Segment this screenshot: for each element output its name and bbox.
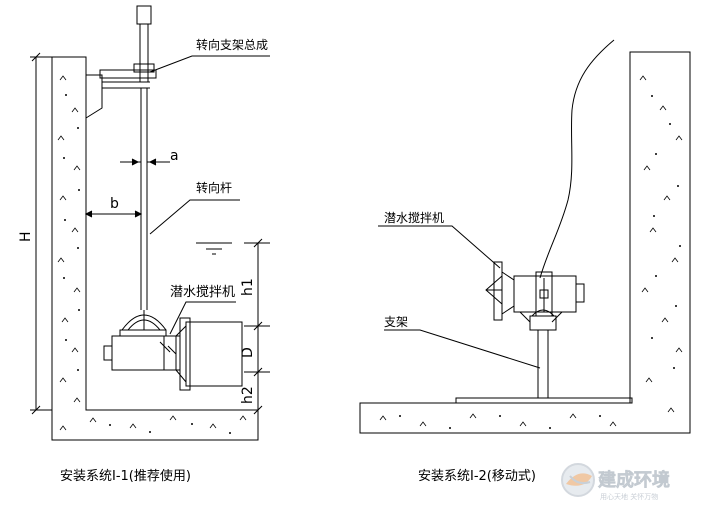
concrete-dots bbox=[63, 94, 231, 434]
base-plate bbox=[455, 397, 633, 404]
caption-right: 安装系统Ⅰ-2(移动式) bbox=[418, 469, 536, 484]
wall-bracket bbox=[85, 69, 157, 119]
dim-b bbox=[84, 210, 143, 218]
dim-H bbox=[30, 52, 52, 415]
support-post bbox=[529, 309, 557, 398]
right-installation-figure bbox=[359, 39, 691, 434]
label-bracket-assembly: 转向支架总成 bbox=[196, 37, 268, 52]
company-logo: 建成环境 用心天地 关怀万物 bbox=[557, 459, 707, 501]
logo-name: 建成环境 bbox=[598, 469, 670, 491]
label-dim-H: H bbox=[18, 231, 34, 242]
label-dim-b: b bbox=[110, 196, 119, 212]
water-level-symbol bbox=[196, 242, 232, 255]
left-installation-figure bbox=[30, 5, 270, 441]
label-dim-a: a bbox=[170, 148, 179, 164]
label-dim-D: D bbox=[240, 347, 256, 358]
dim-a bbox=[120, 158, 170, 166]
power-cable bbox=[539, 39, 615, 279]
label-right-mixer: 潜水搅拌机 bbox=[384, 210, 444, 225]
label-support: 支架 bbox=[384, 315, 408, 329]
left-concrete-wall bbox=[51, 56, 259, 441]
turning-rod bbox=[133, 5, 155, 310]
label-turning-rod: 转向杆 bbox=[196, 180, 232, 195]
left-leader-lines bbox=[149, 55, 270, 335]
right-concrete-wall bbox=[359, 51, 691, 434]
right-submersible-mixer bbox=[485, 261, 585, 323]
dim-vertical-right bbox=[244, 238, 270, 415]
left-submersible-mixer bbox=[103, 310, 243, 391]
caption-left: 安装系统Ⅰ-1(推荐使用) bbox=[60, 468, 191, 484]
right-leader-lines bbox=[378, 225, 541, 369]
concrete-texture bbox=[57, 75, 247, 431]
label-left-mixer: 潜水搅拌机 bbox=[170, 284, 235, 300]
label-dim-h2: h2 bbox=[240, 386, 256, 404]
logo-slogan: 用心天地 关怀万物 bbox=[600, 492, 658, 501]
label-dim-h1: h1 bbox=[240, 278, 256, 296]
